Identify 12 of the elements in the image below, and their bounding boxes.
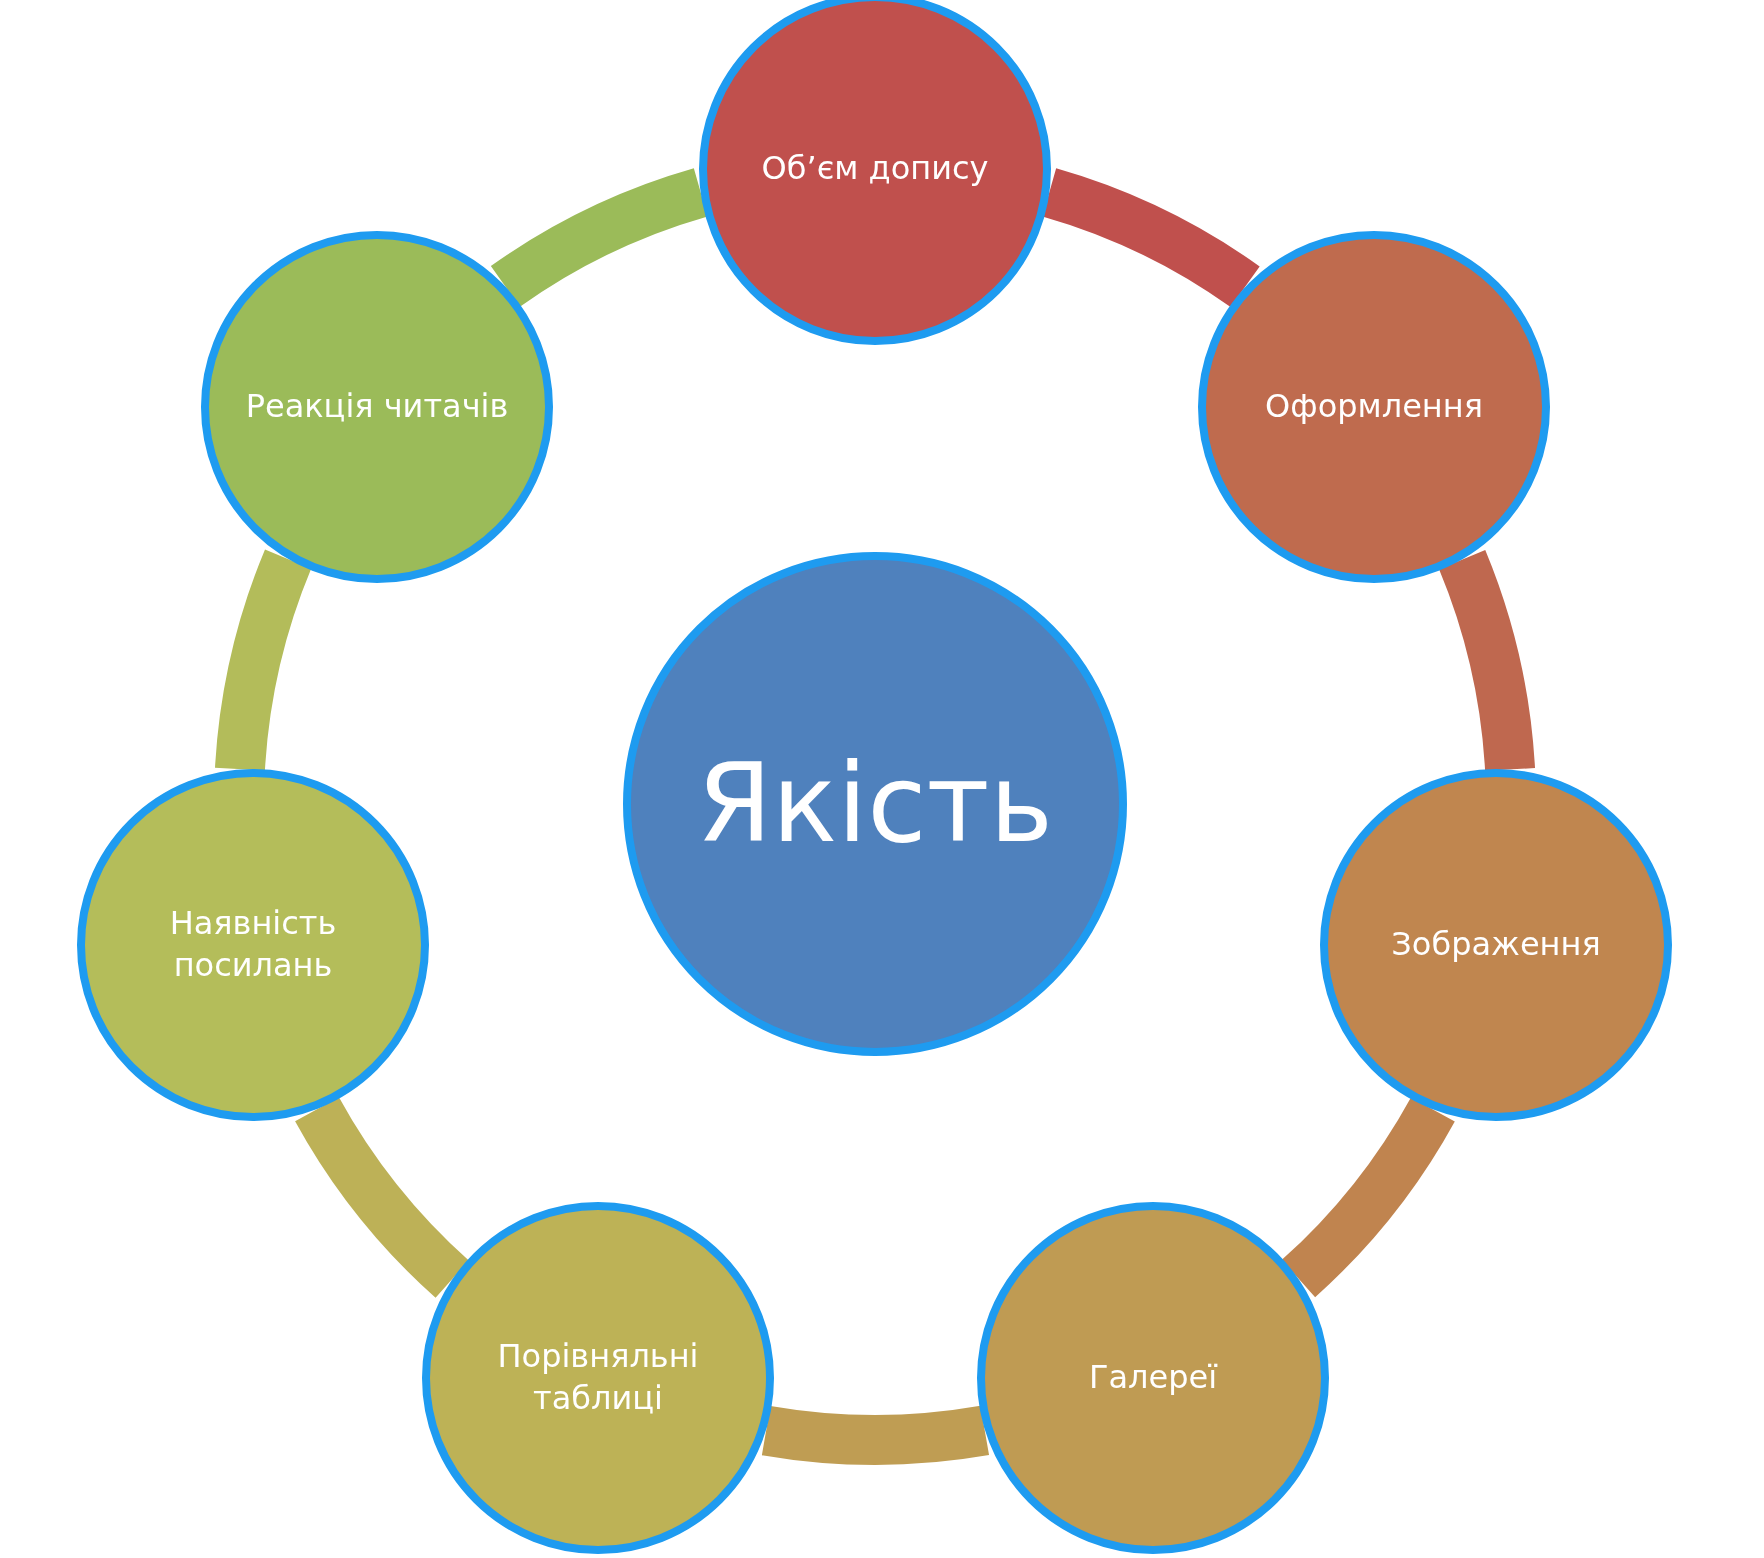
node-label: Об’єм допису [760,148,990,190]
node-label: Наявність посилань [168,903,338,986]
node-label: Оформлення [1264,386,1484,428]
node-label: Порівняльні таблиці [496,1336,700,1419]
node-label: Галереї [1087,1357,1219,1399]
ring-segment [1438,551,1535,772]
node-label: Зображення [1390,924,1602,966]
node-label: Якість [695,739,1055,868]
ring-segment [295,1096,470,1298]
ring-segment [762,1405,988,1465]
node-label: Реакція читачів [244,386,510,428]
ring-segment [215,550,312,772]
